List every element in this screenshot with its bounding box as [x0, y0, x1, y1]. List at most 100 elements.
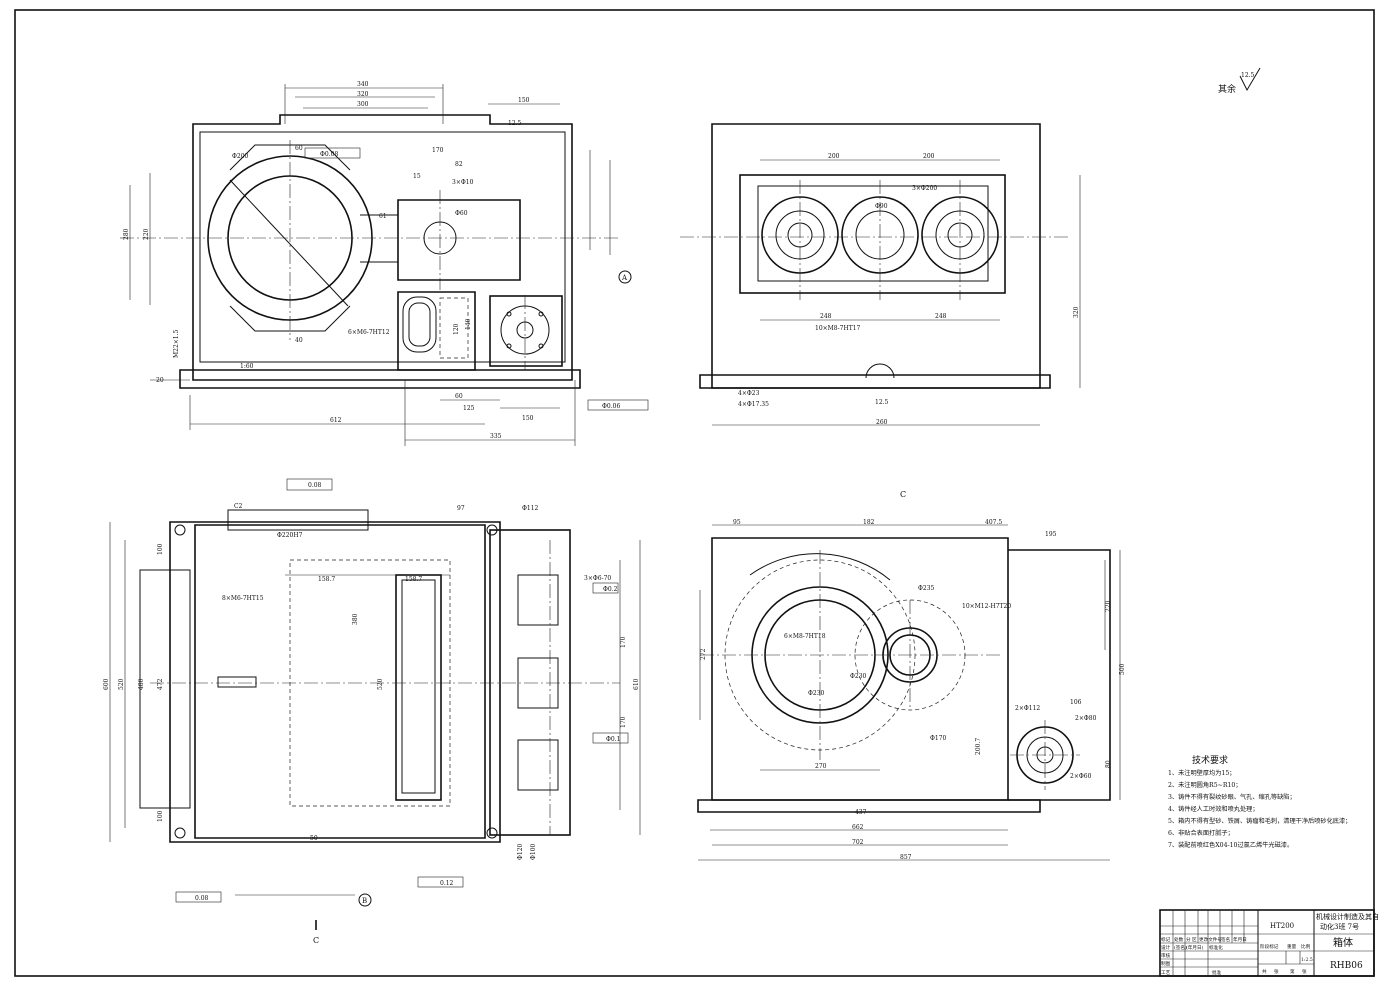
- svg-text:1:60: 1:60: [240, 363, 254, 370]
- svg-text:张: 张: [1302, 968, 1307, 975]
- svg-text:箱体: 箱体: [1333, 936, 1353, 949]
- svg-text:520: 520: [377, 678, 384, 690]
- svg-text:702: 702: [852, 839, 864, 846]
- svg-text:500: 500: [1119, 663, 1126, 675]
- svg-text:3×Φ6-70: 3×Φ6-70: [584, 575, 611, 582]
- svg-text:182: 182: [863, 519, 875, 526]
- svg-text:170: 170: [432, 147, 444, 154]
- svg-text:Φ120: Φ120: [517, 843, 524, 860]
- svg-text:15: 15: [413, 173, 421, 180]
- svg-text:处数: 处数: [1174, 936, 1184, 943]
- svg-text:120: 120: [453, 323, 460, 335]
- svg-text:动化3班 7号: 动化3班 7号: [1320, 922, 1359, 931]
- svg-text:比例: 比例: [1301, 943, 1311, 950]
- svg-text:60: 60: [455, 393, 463, 400]
- svg-text:Φ0.06: Φ0.06: [602, 403, 620, 410]
- svg-text:61: 61: [379, 213, 387, 220]
- svg-text:125: 125: [463, 405, 475, 412]
- svg-text:12.5: 12.5: [508, 120, 522, 127]
- svg-text:320: 320: [357, 91, 369, 98]
- svg-text:407.5: 407.5: [985, 519, 1002, 526]
- svg-text:Φ100: Φ100: [530, 843, 537, 860]
- svg-text:82: 82: [455, 161, 463, 168]
- svg-text:248: 248: [820, 313, 832, 320]
- svg-text:100: 100: [157, 543, 164, 555]
- svg-text:M22×1.5: M22×1.5: [173, 329, 180, 358]
- svg-text:150: 150: [518, 97, 530, 104]
- svg-text:170: 170: [620, 636, 627, 648]
- svg-text:C2: C2: [234, 503, 243, 510]
- svg-text:A: A: [621, 274, 628, 282]
- tech-req-title: 技术要求: [1192, 754, 1228, 766]
- svg-text:270: 270: [815, 763, 827, 770]
- svg-text:Φ230: Φ230: [850, 673, 867, 680]
- svg-text:4×Φ23: 4×Φ23: [738, 390, 760, 397]
- svg-text:批准: 批准: [1212, 969, 1222, 976]
- svg-text:C: C: [900, 490, 906, 499]
- svg-text:5、箱内不得有型砂、铁屑、铸瘤和毛刺，清理干净后喷砂化底漆；: 5、箱内不得有型砂、铁屑、铸瘤和毛刺，清理干净后喷砂化底漆；: [1168, 817, 1351, 825]
- svg-text:更改文件号: 更改文件号: [1199, 936, 1222, 943]
- svg-text:审核: 审核: [1161, 952, 1171, 959]
- svg-text:Φ0.08: Φ0.08: [320, 151, 338, 158]
- svg-text:Φ170: Φ170: [930, 735, 947, 742]
- svg-text:7、装配前喷红色X04-10过氯乙烯牛光磁漆。: 7、装配前喷红色X04-10过氯乙烯牛光磁漆。: [1168, 841, 1293, 849]
- technical-requirements: 技术要求 1、未注明壁厚均为15； 2、未注明圆角R5~R10； 3、铸件不得有…: [1168, 754, 1351, 849]
- svg-text:第: 第: [1290, 968, 1295, 975]
- svg-text:106: 106: [1070, 699, 1082, 706]
- svg-text:272: 272: [700, 648, 707, 660]
- svg-text:2×Φ80: 2×Φ80: [1075, 715, 1097, 722]
- svg-text:480: 480: [138, 678, 145, 690]
- svg-text:分 区: 分 区: [1186, 936, 1197, 943]
- svg-text:4、铸件经人工时效和喷丸处理；: 4、铸件经人工时效和喷丸处理；: [1168, 805, 1259, 813]
- title-block: HT200 机械设计制造及其自 动化3班 7号 箱体 RHB06 标记 处数 分…: [1159, 909, 1379, 977]
- svg-text:Φ220H7: Φ220H7: [277, 532, 303, 539]
- front-view: 340 320 300 150 12.5 612 335 150 125 60 …: [120, 81, 649, 446]
- svg-text:Φ235: Φ235: [918, 585, 935, 592]
- svg-text:3×Φ200: 3×Φ200: [912, 185, 937, 192]
- svg-text:0.12: 0.12: [440, 880, 454, 887]
- svg-text:520: 520: [118, 678, 125, 690]
- svg-text:B: B: [362, 897, 367, 905]
- svg-text:662: 662: [852, 824, 864, 831]
- svg-text:158.7: 158.7: [405, 576, 422, 583]
- svg-text:HT200: HT200: [1270, 922, 1294, 930]
- svg-text:200.7: 200.7: [975, 738, 982, 755]
- svg-text:Φ0.2: Φ0.2: [603, 586, 618, 593]
- svg-text:195: 195: [1045, 531, 1057, 538]
- svg-text:其余: 其余: [1218, 83, 1236, 95]
- svg-text:2×Φ112: 2×Φ112: [1015, 705, 1040, 712]
- svg-text:4×Φ17.35: 4×Φ17.35: [738, 401, 769, 408]
- svg-text:12.5: 12.5: [875, 399, 889, 406]
- svg-text:Φ112: Φ112: [522, 505, 539, 512]
- svg-text:472: 472: [157, 678, 164, 690]
- svg-text:0.08: 0.08: [195, 895, 209, 902]
- svg-text:3×Φ10: 3×Φ10: [452, 179, 474, 186]
- svg-text:280: 280: [123, 228, 130, 240]
- side-view: 95 182 407.5 195 Φ235 10×M12-H7T20 6×M8-…: [697, 519, 1126, 861]
- svg-text:300: 300: [357, 101, 369, 108]
- svg-text:170: 170: [620, 716, 627, 728]
- svg-text:2、未注明圆角R5~R10；: 2、未注明圆角R5~R10；: [1168, 781, 1242, 789]
- top-view: 200 200 3×Φ200 Φ90 248 248 320 260 12.5 …: [680, 123, 1081, 426]
- svg-text:857: 857: [900, 854, 912, 861]
- roughness-note: 其余 12.5: [1218, 67, 1261, 95]
- svg-text:437: 437: [855, 809, 867, 816]
- svg-text:设计: 设计: [1161, 944, 1171, 951]
- plan-view: C2 0.08 97 Φ112 158.7 158.7 8×M6-7HT15 3…: [103, 478, 906, 945]
- svg-text:340: 340: [357, 81, 369, 88]
- svg-text:共: 共: [1262, 968, 1267, 975]
- svg-text:20: 20: [156, 377, 164, 384]
- svg-text:1、未注明壁厚均为15；: 1、未注明壁厚均为15；: [1168, 769, 1236, 777]
- svg-text:610: 610: [633, 678, 640, 690]
- svg-text:220: 220: [1105, 600, 1112, 612]
- svg-text:标记: 标记: [1161, 936, 1171, 943]
- svg-text:10×M12-H7T20: 10×M12-H7T20: [962, 603, 1011, 610]
- svg-text:1:2.5: 1:2.5: [1301, 957, 1313, 963]
- svg-text:Φ200: Φ200: [232, 153, 249, 160]
- svg-text:248: 248: [935, 313, 947, 320]
- svg-text:机械设计制造及其自: 机械设计制造及其自: [1316, 912, 1379, 921]
- svg-text:标准化: 标准化: [1209, 944, 1223, 951]
- svg-text:Φ90: Φ90: [875, 203, 888, 210]
- svg-text:(年月日): (年月日): [1186, 944, 1204, 951]
